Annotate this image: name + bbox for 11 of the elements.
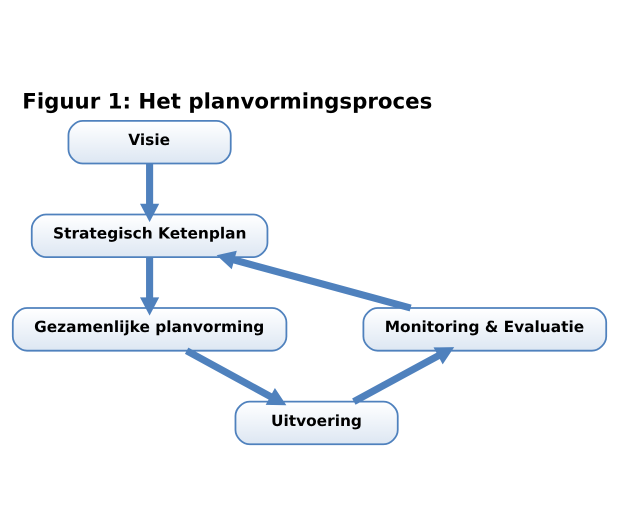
node-box: Uitvoering — [234, 400, 399, 446]
diagram-title: Figuur 1: Het planvormingsproces — [22, 89, 432, 114]
node-box: Visie — [68, 120, 232, 164]
node-box: Monitoring & Evaluatie — [362, 307, 608, 352]
arrow — [184, 348, 286, 406]
node-box: Strategisch Ketenplan — [30, 214, 268, 258]
node-box: Gezamenlijke planvorming — [12, 307, 288, 352]
arrow — [140, 257, 160, 316]
arrow — [140, 164, 160, 222]
arrow — [352, 347, 454, 405]
arrow — [216, 250, 412, 312]
